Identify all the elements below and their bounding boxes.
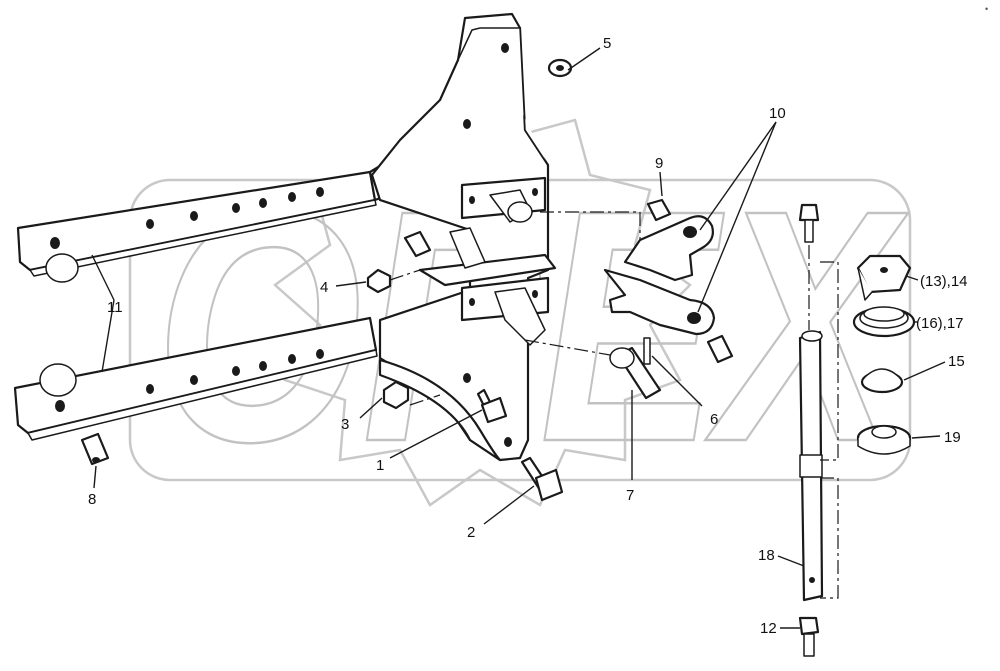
curved-plate [378,358,502,462]
alignment-lines [389,211,641,406]
callout-labels: 5 9 10 4 3 1 2 6 7 8 11 (13),14 (16),17 … [88,35,968,637]
callout-1: 1 [376,457,384,474]
callout-9: 9 [655,155,663,172]
callout-6: 6 [710,411,718,428]
callout-19: 19 [944,429,961,446]
lower-lever-arm [13,316,378,441]
nut-3 [382,380,410,410]
callout-16-17: (16),17 [916,315,964,332]
bushing-left [403,230,432,258]
upper-lever-arm [16,164,388,283]
bushing-right [706,334,734,364]
shaft-assembly [798,203,916,657]
callout-12: 12 [760,620,777,637]
nut-4 [366,268,392,294]
leader-lines [91,47,946,629]
callout-15: 15 [948,353,965,370]
latch-plates [603,215,716,336]
hardware [80,58,734,502]
callout-10: 10 [769,105,786,122]
callout-8: 8 [88,491,96,508]
callout-13-14: (13),14 [920,273,968,290]
callout-3: 3 [341,416,349,433]
callout-4: 4 [320,279,328,296]
callout-11: 11 [107,299,123,316]
callout-18: 18 [758,547,775,564]
callout-2: 2 [467,524,475,541]
bolt-12 [798,616,820,636]
callout-7: 7 [626,487,634,504]
bushing-8 [80,432,110,466]
callout-5: 5 [603,35,611,52]
pin-6 [643,337,651,365]
bushing-9 [646,198,672,222]
corner-mark: • [985,4,988,14]
lower-bracket [418,227,557,346]
upper-bracket [460,176,547,223]
